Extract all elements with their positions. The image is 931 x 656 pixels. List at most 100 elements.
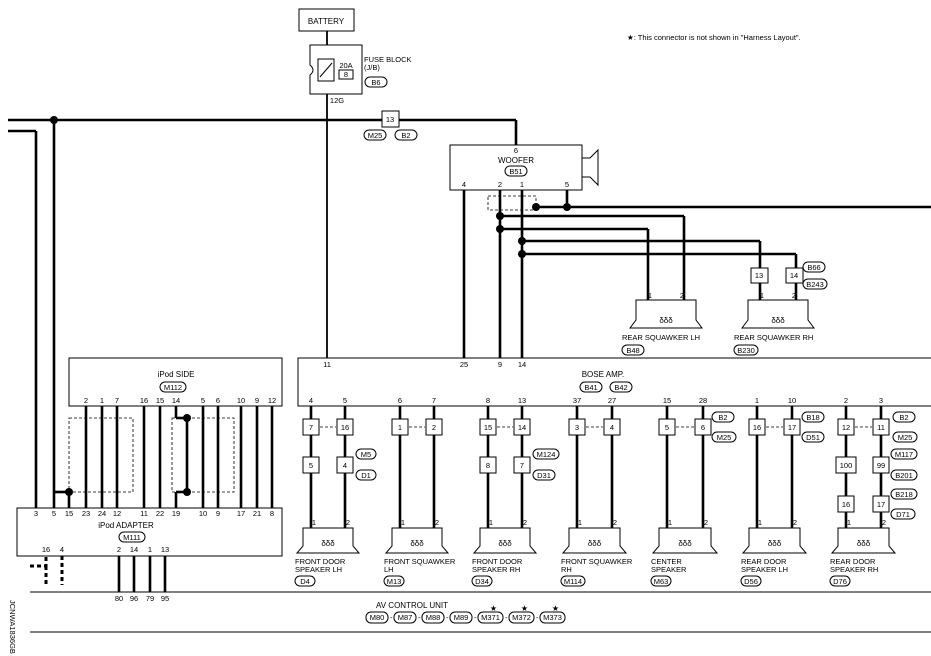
svg-text:M88: M88 [426,613,441,622]
svg-text:B48: B48 [626,346,639,355]
inline-connector [837,418,855,436]
svg-text:17: 17 [877,500,885,509]
fuse-connector: B6 [371,78,380,87]
svg-text:100: 100 [840,461,853,470]
svg-text:8: 8 [344,70,348,79]
inline-connector [872,456,890,474]
bose-output-pin: 5 [343,396,347,405]
av-unit-connectors: M80-M87-M88-M89-M371★-M372★-M373★ [365,604,566,624]
bose-output-pin: 27 [608,396,616,405]
svg-text:M124: M124 [537,450,556,459]
svg-text:2: 2 [117,545,121,554]
svg-text:M372: M372 [512,613,531,622]
av-connector-tag [365,611,389,624]
svg-text:B218: B218 [895,490,913,499]
svg-text:B2: B2 [401,131,410,140]
svg-text:SPEAKER LH: SPEAKER LH [295,565,342,574]
svg-text:M63: M63 [654,577,669,586]
svg-text:REAR DOOR: REAR DOOR [830,557,876,566]
svg-text:6: 6 [701,423,705,432]
svg-text:13: 13 [755,271,763,280]
inline-connector [479,456,497,474]
bose-output-pin: 8 [486,396,490,405]
rear-squawker-rh: 1 2 δδδ REAR SQUAWKER RH B230 [733,291,815,356]
ipod-adapter-box [16,507,283,557]
svg-text:7: 7 [309,423,313,432]
svg-text:2: 2 [613,518,617,527]
inline-connector [391,418,409,436]
svg-text:M373: M373 [543,613,562,622]
svg-text:1: 1 [758,518,762,527]
svg-text:-: - [536,613,539,622]
ipod-adapter-pin: 22 [156,509,164,518]
svg-text:16: 16 [341,423,349,432]
svg-text:δδδ: δδδ [410,539,424,548]
ipod-adapter-pin: 9 [216,509,220,518]
svg-text:-: - [474,613,477,622]
svg-text:δδδ: δδδ [678,539,692,548]
bose-output-pin: 2 [844,396,848,405]
ipod-adapter-pin: 21 [253,509,261,518]
svg-text:M13: M13 [387,577,402,586]
bose-output-pin: 6 [398,396,402,405]
svg-text:9: 9 [498,360,502,369]
ipod-adapter-pin: 8 [270,509,274,518]
svg-text:2: 2 [435,518,439,527]
splice-point [50,116,58,124]
bose-amp-label: BOSE AMP. [582,370,625,379]
svg-text:95: 95 [161,594,169,603]
svg-text:REAR SQUAWKER RH: REAR SQUAWKER RH [734,333,813,342]
ipod-adapter-pin: 12 [113,509,121,518]
ipod-adapter-pin: 3 [34,509,38,518]
svg-text:16: 16 [42,545,50,554]
svg-text:17: 17 [788,423,796,432]
svg-text:-: - [418,613,421,622]
svg-text:2: 2 [704,518,708,527]
svg-text:M117: M117 [895,450,913,459]
svg-text:δδδ: δδδ [768,539,782,548]
svg-text:B51: B51 [509,167,522,176]
svg-text:δδδ: δδδ [321,539,335,548]
ipod-side-pin: 14 [172,396,180,405]
svg-text:M25: M25 [898,433,913,442]
svg-text:1: 1 [520,180,524,189]
inline-connector [336,456,354,474]
ipod-side-pin: 2 [84,396,88,405]
svg-text:★: ★ [490,604,497,613]
svg-text:LH: LH [384,565,394,574]
svg-text:5: 5 [565,180,569,189]
inline-connector [513,456,531,474]
svg-text:13: 13 [161,545,169,554]
inline-connector [479,418,497,436]
svg-text:M25: M25 [368,131,383,140]
svg-text:2: 2 [882,518,886,527]
svg-text:RH: RH [561,565,572,574]
svg-text:FRONT DOOR: FRONT DOOR [472,557,523,566]
svg-text:★: ★ [552,604,559,613]
bose-output-pin: 13 [518,396,526,405]
inline-connector [835,456,857,474]
svg-text:1: 1 [489,518,493,527]
av-connector-tag [449,611,473,624]
fuse-block [309,44,363,95]
svg-text:B2: B2 [899,413,908,422]
svg-text:1: 1 [398,423,402,432]
svg-text:D71: D71 [896,510,910,519]
av-connector-tag [477,611,504,624]
svg-text:1: 1 [668,518,672,527]
bose-output-pin: 1 [755,396,759,405]
svg-text:14: 14 [790,271,798,280]
svg-text:1: 1 [648,291,652,300]
svg-text:M25: M25 [717,433,732,442]
svg-text:(J/B): (J/B) [364,63,380,72]
inline-connector [513,418,531,436]
joint-connector [381,110,400,128]
svg-text:25: 25 [460,360,468,369]
svg-text:M111: M111 [123,533,141,542]
svg-text:★: ★ [521,604,528,613]
